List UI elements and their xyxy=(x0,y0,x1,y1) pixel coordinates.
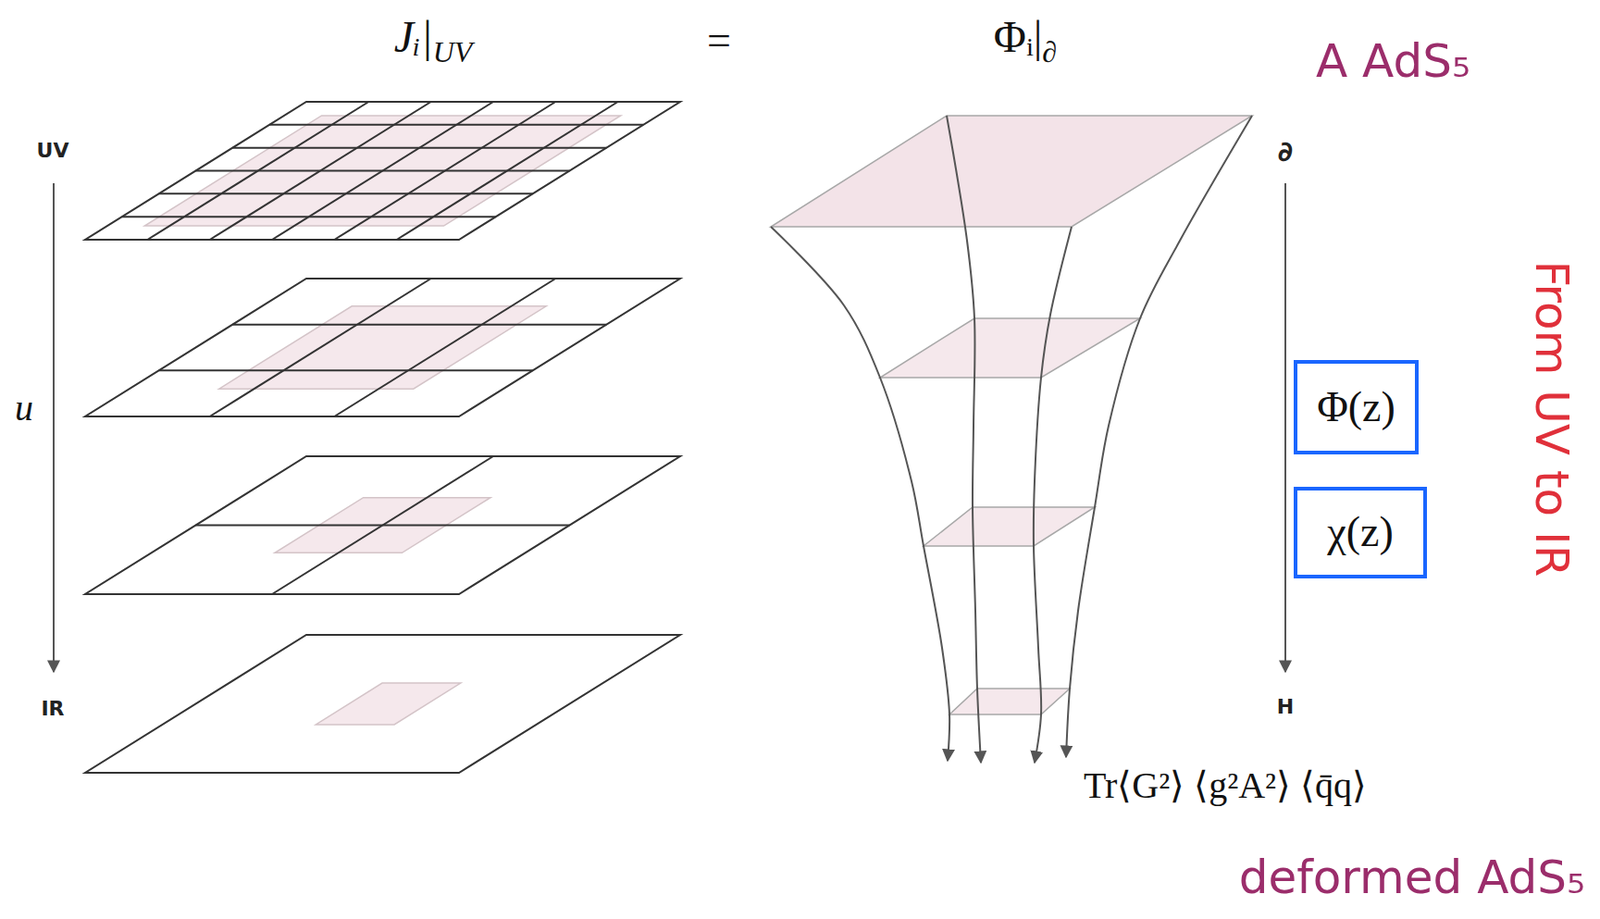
field-symbol: Φ(z) xyxy=(1316,384,1396,432)
slice-plane xyxy=(949,688,1070,715)
math-heading: Φᵢ|∂ xyxy=(993,12,1057,69)
plane-outline xyxy=(85,278,681,417)
plane-outline xyxy=(85,634,681,773)
text-label: ∂ xyxy=(1277,136,1293,167)
field-symbol: χ(z) xyxy=(1327,508,1393,557)
grid-line xyxy=(334,101,556,240)
subscript: UV xyxy=(433,35,473,69)
flow-curve xyxy=(770,226,950,761)
lattice-plane xyxy=(85,456,681,595)
plane-patch xyxy=(219,306,546,389)
grid-line xyxy=(210,278,432,417)
lattice-plane xyxy=(85,278,681,417)
text-label: deformed AdS₅ xyxy=(1239,852,1586,904)
text-label: Tr⟨G²⟩ ⟨g²A²⟩ ⟨q̄q⟩ xyxy=(1083,765,1367,807)
text-label: A AdS₅ xyxy=(1315,36,1471,87)
vertical-caption: From UV to IR xyxy=(1525,260,1576,577)
subscript: ∂ xyxy=(1041,35,1057,69)
funnel-geometry xyxy=(770,115,1253,763)
grid-line xyxy=(232,323,607,326)
slice-plane xyxy=(923,507,1095,546)
radial-axis-arrow xyxy=(1284,183,1287,672)
math-symbol: Φᵢ| xyxy=(993,12,1043,62)
plane-outline xyxy=(85,101,681,240)
math-heading: Jᵢ|UV xyxy=(394,12,473,69)
flow-curve xyxy=(946,115,981,763)
plane-outline xyxy=(85,456,681,595)
plane-patch xyxy=(315,682,461,725)
grid-line xyxy=(122,215,497,218)
variable-box: Φ(z) xyxy=(1293,359,1419,455)
text-label: IR xyxy=(40,697,64,720)
math-symbol: Jᵢ| xyxy=(394,12,434,62)
lattice-planes xyxy=(85,101,681,773)
text-label: u xyxy=(14,387,34,429)
grid-line xyxy=(334,278,556,417)
grid-line xyxy=(159,369,534,372)
slice-plane xyxy=(770,115,1253,227)
flow-curve xyxy=(1066,115,1253,757)
lattice-plane xyxy=(85,634,681,773)
text-label: UV xyxy=(37,139,70,162)
grid-line xyxy=(396,101,619,240)
lattice-plane xyxy=(85,101,681,240)
text-label: = xyxy=(706,17,732,65)
grid-line xyxy=(272,101,494,240)
text-label: H xyxy=(1277,695,1294,719)
grid-line xyxy=(159,192,534,195)
variable-box: χ(z) xyxy=(1293,486,1427,579)
scale-axis-arrow xyxy=(52,183,55,672)
slice-plane xyxy=(880,318,1141,378)
flow-curve xyxy=(1033,226,1072,763)
grid-line xyxy=(272,456,494,595)
